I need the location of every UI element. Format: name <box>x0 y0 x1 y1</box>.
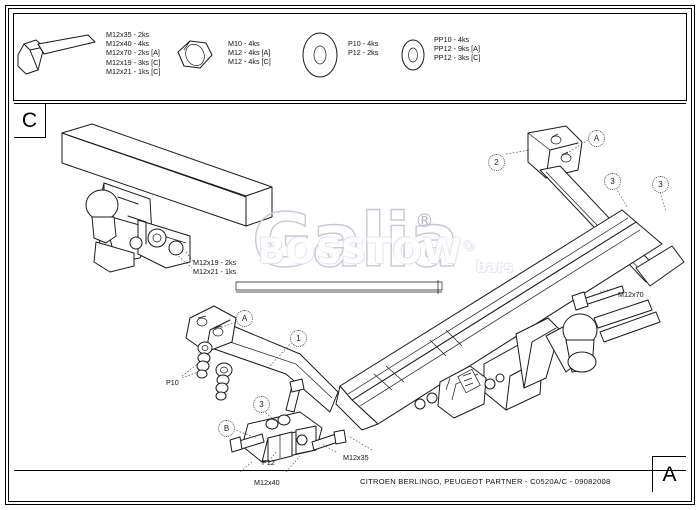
m12x35-leader <box>347 435 373 451</box>
bolt-m12x70-callout: M12x70 <box>618 290 644 299</box>
lower-mounting-bracket <box>229 378 347 463</box>
drawing-caption: CITROEN BERLINGO, PEUGEOT PARTNER - C052… <box>360 477 611 486</box>
sheet-border-inner <box>8 8 692 502</box>
balloon-a-4: A <box>236 310 253 327</box>
detail-bolt-callout: M12x19 - 2ks M12x21 - 1ks <box>193 258 237 277</box>
balloon-3-2: 3 <box>604 173 621 190</box>
hardware-legend-box <box>13 13 687 101</box>
m12x40-leader <box>285 443 337 473</box>
hex-nut-icon <box>177 40 213 69</box>
balloon-a-0: A <box>588 130 605 147</box>
legend-divider-rule <box>14 103 686 104</box>
hardware-group-nut-label: M10 - 4ks M12 - 4ks [A] M12 - 4ks [C] <box>228 39 271 67</box>
watermark-galia-registered: ® <box>415 210 434 232</box>
side-arm-left <box>185 305 339 413</box>
p10-leader <box>181 361 201 379</box>
fastener-stack-left <box>196 341 233 401</box>
washer-p12-callout: P12 <box>262 458 275 467</box>
bolt-lower-right <box>311 429 347 451</box>
bolt-m12x35-callout: M12x35 <box>343 453 369 462</box>
washer-p10-callout: P10 <box>166 378 179 387</box>
bolt-upper-center <box>285 378 305 413</box>
detail-bolt-leader <box>175 251 195 269</box>
detail-crossbar <box>61 123 273 227</box>
rear-mounting-plate <box>527 125 583 179</box>
bolt-lower-left <box>229 433 265 453</box>
bolt-m12x40-callout: M12x40 <box>254 478 280 487</box>
sheet-letter-bottom-right: A <box>652 456 686 492</box>
hardware-group-spring-washer-label: PP10 - 4ks PP12 - 9ks [A] PP12 - 3ks [C] <box>434 35 481 63</box>
p12-leader <box>239 451 277 473</box>
large-washer-icon <box>302 32 338 78</box>
hardware-group-bolt-label: M12x35 - 2ks M12x40 - 4ks M12x70 - 2ks [… <box>106 30 161 76</box>
sheet-border-outer <box>5 5 695 505</box>
main-crossmember-beam <box>335 209 663 431</box>
m12x70-leader <box>599 287 617 293</box>
leader-balloon-A-top <box>565 139 589 155</box>
sheet-letter-top-left: C <box>14 104 46 138</box>
hex-bolt-icon <box>17 34 96 75</box>
leader-balloon-2 <box>505 149 531 155</box>
leader-balloon-1 <box>267 341 293 369</box>
long-bolt-right <box>571 285 625 311</box>
spring-washer-icon <box>401 39 425 71</box>
watermark-bosstow-bars: bars <box>476 258 514 276</box>
balloon-3-6: 3 <box>253 396 270 413</box>
dimension-bar <box>235 280 443 294</box>
towball-assembly <box>414 299 661 419</box>
detail-towball-bracket <box>85 182 191 273</box>
caption-divider-rule <box>14 470 686 471</box>
hardware-group-washer-label: P10 - 4ks P12 - 2ks <box>348 39 379 58</box>
balloon-3-3: 3 <box>652 176 669 193</box>
balloon-1-5: 1 <box>290 330 307 347</box>
balloon-2-1: 2 <box>488 154 505 171</box>
balloon-b-7: B <box>218 420 235 437</box>
